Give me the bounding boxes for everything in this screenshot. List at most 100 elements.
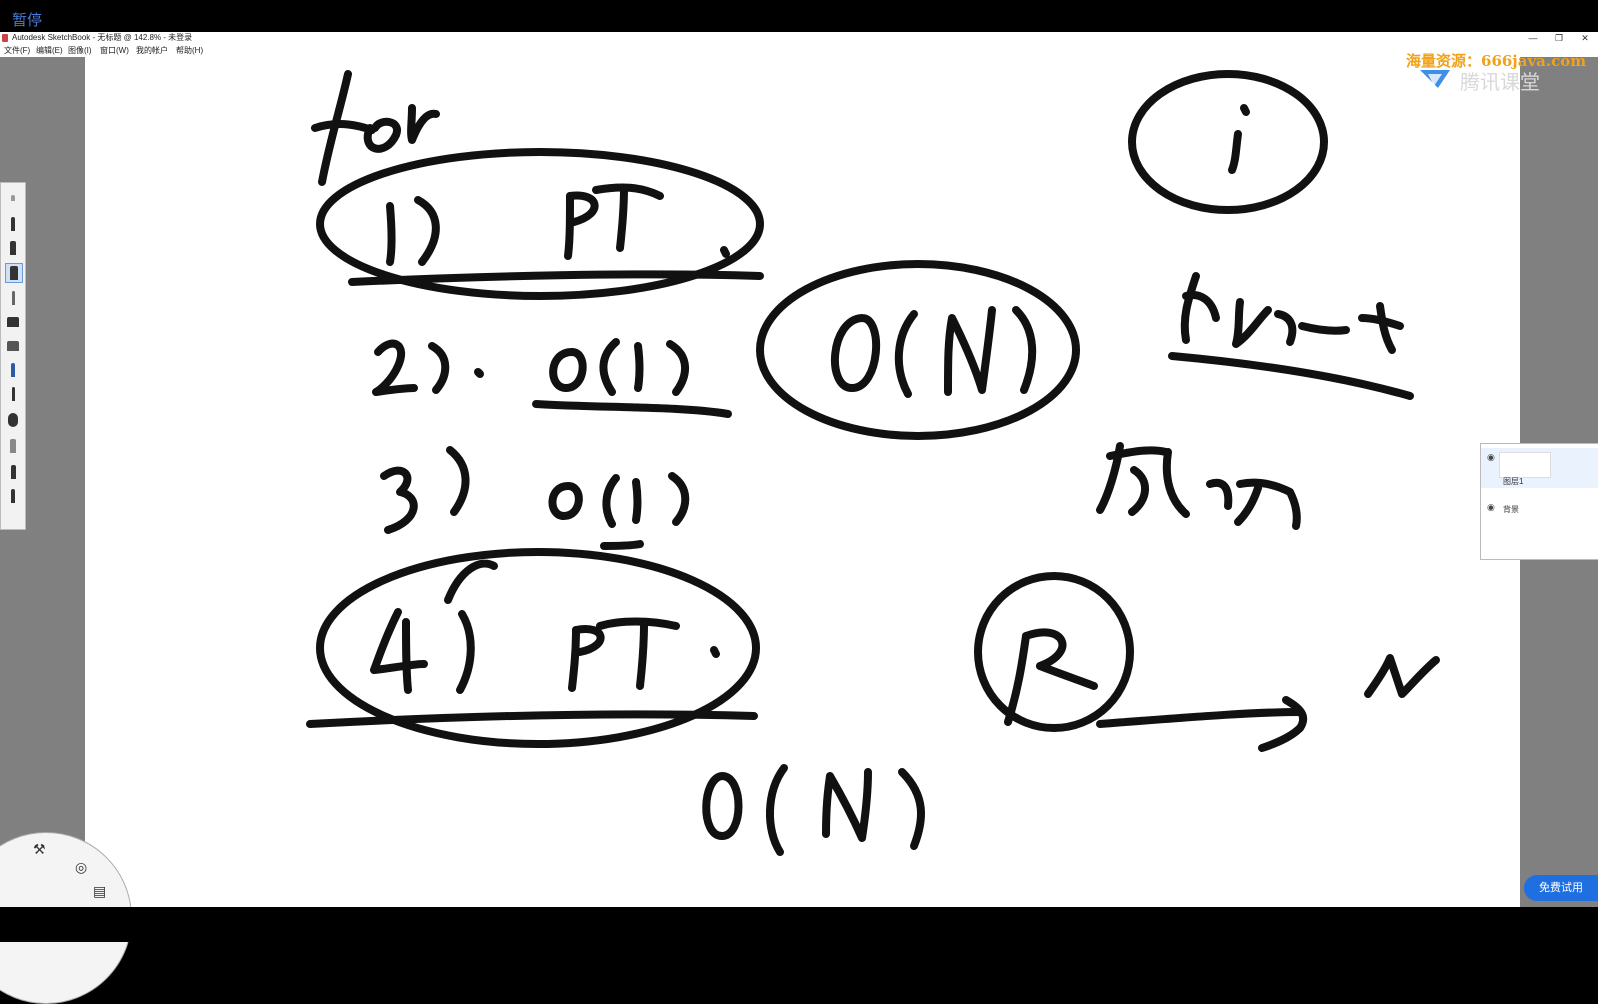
ink-stroke <box>348 270 764 286</box>
ink-stroke <box>414 196 440 266</box>
ink-stroke <box>600 540 644 550</box>
ink-stroke <box>1022 628 1067 670</box>
ink-stroke <box>446 446 470 516</box>
ink-stroke <box>720 246 730 258</box>
layer-name: 背景 <box>1503 505 1519 514</box>
ink-stroke <box>634 342 644 392</box>
ink-stroke <box>632 478 642 524</box>
ink-stroke <box>1228 130 1242 174</box>
ink-stroke <box>548 482 583 520</box>
pencil-icon[interactable] <box>5 189 21 207</box>
sketchbook-window: Autodesk SketchBook - 无标题 @ 142.8% - 未登录… <box>0 32 1598 1004</box>
eye-icon[interactable]: ◉ <box>1487 452 1495 462</box>
ruler-icon[interactable] <box>5 487 21 505</box>
ink-stroke <box>1206 478 1233 510</box>
ink-stroke <box>974 572 1134 732</box>
marker-icon[interactable] <box>5 239 21 257</box>
menu-image[interactable]: 图像(I) <box>68 46 92 55</box>
ink-stroke <box>566 191 599 226</box>
ink-stroke <box>474 368 484 378</box>
ink-stroke <box>1096 708 1304 728</box>
video-top-bar: 暂停 <box>0 0 1598 32</box>
ink-stroke <box>1036 662 1098 690</box>
ink-stroke <box>316 548 760 748</box>
ink-stroke <box>822 768 872 842</box>
ink-stroke <box>1128 70 1328 214</box>
ink-stroke <box>1298 322 1350 335</box>
ink-stroke <box>1240 104 1250 116</box>
layer-row[interactable]: ◉ 背景 <box>1481 498 1598 538</box>
fineliner-icon[interactable] <box>5 337 21 355</box>
menu-window[interactable]: 窗口(W) <box>100 46 129 55</box>
ink-stroke <box>372 339 418 396</box>
layer-name: 图层1 <box>1503 477 1524 486</box>
ink-stroke <box>532 400 732 418</box>
tencent-classroom-logo-icon <box>1420 70 1450 88</box>
ink-stroke <box>1128 466 1149 516</box>
layer-icon[interactable]: ▤ <box>93 883 107 899</box>
ink-stroke <box>306 710 758 728</box>
window-title: Autodesk SketchBook - 无标题 @ 142.8% - 未登录 <box>12 33 193 42</box>
eraser-block-icon[interactable] <box>5 313 21 331</box>
brush-toolbar <box>0 182 26 530</box>
tencent-brand-text: 腾讯课堂 <box>1460 70 1540 94</box>
layers-panel: ◉ 图层1 ◉ 背景 <box>1480 443 1598 560</box>
handwritten-ink-layer <box>306 70 1440 856</box>
ink-icon[interactable] <box>5 463 21 481</box>
ink-stroke <box>572 625 605 656</box>
menu-file[interactable]: 文件(F) <box>4 46 31 55</box>
ink-stroke <box>316 148 764 300</box>
ink-stroke <box>311 120 376 134</box>
ink-stroke <box>599 338 620 396</box>
brush-icon[interactable] <box>5 361 21 379</box>
ink-stroke <box>444 559 498 604</box>
restore-icon[interactable]: ❐ <box>1554 33 1564 43</box>
ink-stroke <box>616 184 628 252</box>
ink-stroke <box>602 474 620 528</box>
ink-stroke <box>710 646 720 658</box>
window-titlebar: Autodesk SketchBook - 无标题 @ 142.8% - 未登录… <box>0 32 1598 44</box>
airbrush-icon[interactable] <box>5 263 23 283</box>
ink-stroke <box>592 183 664 200</box>
ink-stroke <box>944 306 996 396</box>
layer-row[interactable]: ◉ 图层1 <box>1481 448 1598 488</box>
ink-stroke <box>830 314 881 392</box>
ink-stroke <box>1180 272 1200 344</box>
chisel-icon[interactable] <box>5 437 21 455</box>
menu-help[interactable]: 帮助(H) <box>176 46 204 55</box>
ink-stroke <box>702 772 743 840</box>
ink-stroke <box>1232 298 1272 348</box>
minimize-icon[interactable]: — <box>1528 33 1538 43</box>
menu-bar: 文件(F) 编辑(E) 图像(I) 窗口(W) 我的帐户 帮助(H) <box>0 44 1598 57</box>
free-trial-button[interactable]: 免费试用 <box>1524 875 1598 901</box>
ink-stroke <box>568 626 580 692</box>
ink-stroke <box>564 192 574 260</box>
ink-stroke <box>766 764 788 856</box>
eye-icon[interactable]: ◉ <box>1487 502 1495 512</box>
ink-stroke <box>1364 654 1440 698</box>
ink-stroke <box>666 340 689 396</box>
watermark-text: 海量资源：666java.com <box>1406 52 1587 70</box>
pen-icon[interactable] <box>5 215 21 233</box>
ink-stroke <box>1162 448 1190 518</box>
ink-stroke <box>363 117 401 153</box>
pause-label[interactable]: 暂停 <box>12 11 43 29</box>
ink-stroke <box>428 342 450 394</box>
brush-puck-icon[interactable]: ⚒ <box>33 841 46 857</box>
ink-stroke <box>380 466 418 534</box>
ink-stroke <box>1012 306 1037 394</box>
ink-stroke <box>1274 310 1297 346</box>
paintbrush-icon[interactable] <box>5 385 21 403</box>
menu-account[interactable]: 我的帐户 <box>136 46 168 55</box>
eraser-icon[interactable] <box>5 289 21 307</box>
menu-edit[interactable]: 编辑(E) <box>36 46 63 55</box>
close-icon[interactable]: ✕ <box>1581 33 1589 43</box>
ink-stroke <box>407 104 440 144</box>
ink-stroke <box>1182 291 1220 322</box>
smudge-icon[interactable] <box>5 411 21 429</box>
color-wheel-icon[interactable]: ◎ <box>75 859 88 875</box>
ink-stroke <box>370 608 428 674</box>
ink-stroke <box>1096 442 1124 514</box>
ink-stroke <box>1004 632 1030 726</box>
ink-stroke <box>596 617 680 630</box>
